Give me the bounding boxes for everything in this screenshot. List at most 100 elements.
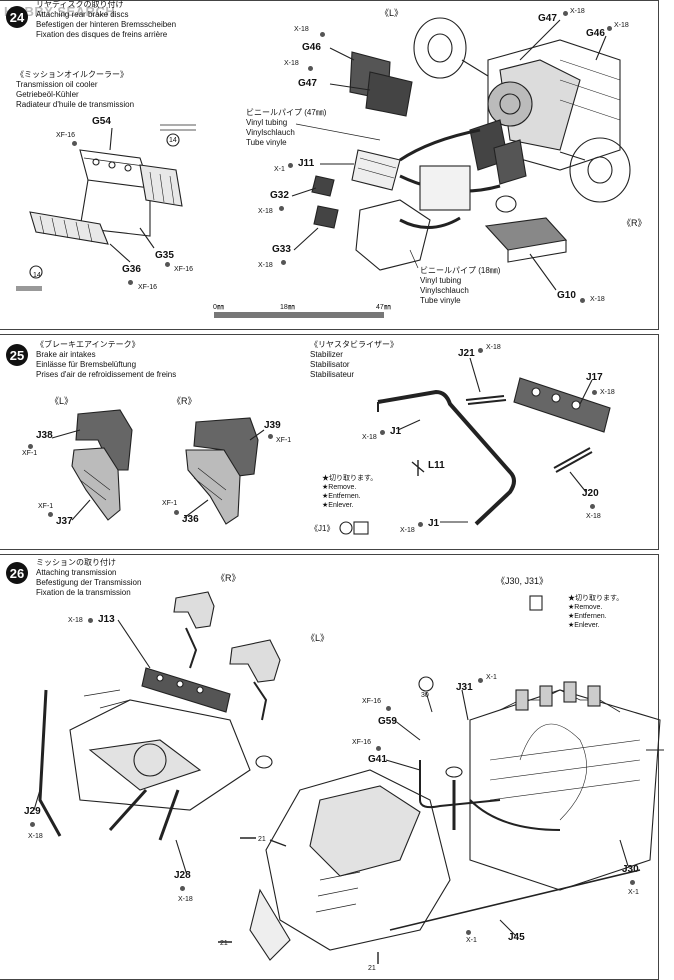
step-24-panel [0,0,659,330]
step-25-remove-note: ★切り取ります。 ★Remove. ★Entfernen. ★Enlever. [322,475,378,509]
paint-dot [288,163,293,168]
part-g35: G35 [155,250,174,261]
ruler-start-label: 0㎜ [213,304,224,311]
step-25-number: 25 [6,344,28,366]
code-x18-j1-top: X-18 [362,434,377,441]
part-j30: J30 [622,864,639,875]
step-26-label-left: 《L》 [306,633,330,643]
part-j21: J21 [458,348,475,359]
part-j1-top: J1 [390,426,402,437]
part-g32: G32 [270,190,289,201]
code-xf16-g36: XF-16 [138,284,158,291]
part-g46-right: G46 [586,28,605,39]
code-x18-j17: X-18 [600,389,615,396]
code-x1-j31: X-1 [486,674,497,681]
part-g47-right: G47 [538,13,557,24]
paint-dot [28,444,33,449]
code-x18-j1-bottom: X-18 [400,527,415,534]
code-x18-j28: X-18 [178,896,193,903]
step-24-title: リヤディスクの取り付け Attaching rear brake discs B… [36,0,177,39]
part-g47-left: G47 [298,78,317,89]
step-24-label-right: 《R》 [622,218,647,228]
step-25-title: 《ブレーキエアインテーク》 Brake air intakes Einlässe… [36,340,177,379]
code-x18-g47-left: X-18 [284,60,299,67]
vinyl-tube-47-caption: ビニールパイプ (47㎜) Vinyl tubing Vinylschlauch… [246,108,327,147]
step-ref-21-bottom: 21 [368,965,376,972]
step-25-label-left: 《L》 [50,396,74,406]
paint-dot [630,880,635,885]
code-x18-j21: X-18 [486,344,501,351]
part-g59: G59 [378,716,397,727]
paint-dot [320,32,325,37]
step-26-remove-note: ★切り取ります。 ★Remove. ★Entfernen. ★Enlever. [568,595,624,629]
paint-dot [380,430,385,435]
step-26-title: ミッションの取り付け Attaching transmission Befest… [36,558,142,597]
code-x18-g46-left: X-18 [294,26,309,33]
step-26-number: 26 [6,562,28,584]
part-g10: G10 [557,290,576,301]
part-j20: J20 [582,488,599,499]
code-x18-j20: X-18 [586,513,601,520]
code-x18-j29: X-18 [28,833,43,840]
part-j45: J45 [508,932,525,943]
paint-dot [590,504,595,509]
code-xf16-g41: XF-16 [352,739,372,746]
step-ref-14-top: 14 [169,137,177,144]
part-g46-left: G46 [302,42,321,53]
part-j31: J31 [456,682,473,693]
part-j36: J36 [182,514,199,525]
step-25-label-right: 《R》 [172,396,197,406]
part-j28: J28 [174,870,191,881]
paint-dot [48,512,53,517]
paint-dot [30,822,35,827]
part-j11: J11 [298,158,315,169]
part-g54: G54 [92,116,111,127]
paint-dot [478,348,483,353]
step-ref-30: 30 [421,692,429,699]
code-x1-j30: X-1 [628,889,639,896]
code-x1-j45: X-1 [466,937,477,944]
step-26-label-right: 《R》 [216,573,241,583]
j1-detail-tag: 《J1》 [310,524,335,533]
code-xf1-j37: XF-1 [38,503,54,510]
code-x18-g47-right: X-18 [570,8,585,15]
code-x18-g46-right: X-18 [614,22,629,29]
ruler-end-label: 47㎜ [376,304,391,311]
vinyl-tube-18-caption: ビニールパイプ (18㎜) Vinyl tubing Vinylschlauch… [420,266,501,305]
code-x18-g10: X-18 [590,296,605,303]
part-j37: J37 [56,516,73,527]
oil-cooler-caption: 《ミッションオイルクーラー》 Transmission oil cooler G… [16,70,135,109]
paint-dot [268,434,273,439]
paint-dot [386,706,391,711]
ruler-mid-label: 18㎜ [280,304,295,311]
code-xf16-g35: XF-16 [174,266,194,273]
part-g33: G33 [272,244,291,255]
vinyl-tube-ruler [214,312,384,318]
paint-dot [376,746,381,751]
paint-dot [165,262,170,267]
code-xf16-g59: XF-16 [362,698,382,705]
paint-dot [180,886,185,891]
stabilizer-caption: 《リヤスタビライザー》 Stabilizer Stabilisator Stab… [310,340,398,379]
code-x1-j11: X-1 [274,166,285,173]
part-j38: J38 [36,430,53,441]
step-ref-21-left: 21 [258,836,266,843]
paint-dot [308,66,313,71]
paint-dot [418,522,423,527]
part-j39: J39 [264,420,281,431]
paint-dot [174,510,179,515]
paint-dot [563,11,568,16]
part-j29: J29 [24,806,41,817]
paint-dot [478,678,483,683]
code-x18-g33: X-18 [258,262,273,269]
j30-j31-detail-tag: 《J30, J31》 [496,576,549,586]
paint-dot [279,206,284,211]
part-g41: G41 [368,754,387,765]
step-25-illustration [51,357,611,535]
paint-dot [580,298,585,303]
paint-dot [592,390,597,395]
paint-dot [72,141,77,146]
step-ref-21-bottom-left: 21 [220,940,228,947]
code-x18-g32: X-18 [258,208,273,215]
